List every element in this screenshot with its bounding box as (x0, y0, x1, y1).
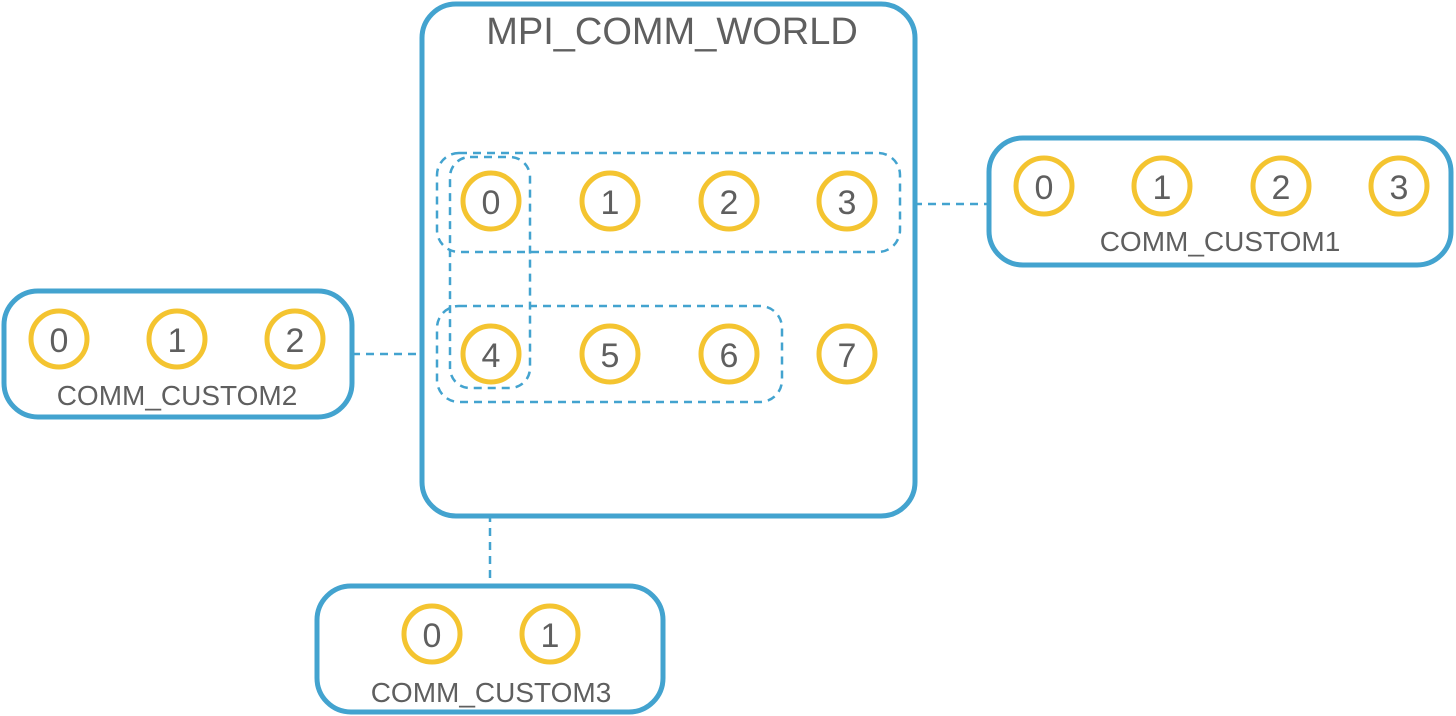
group-custom3 (448, 155, 532, 390)
world-rank[interactable]: 1 (579, 170, 641, 232)
custom2-rank-circle (264, 308, 326, 370)
world-rank-circle (579, 170, 641, 232)
custom1-rank-circle (1250, 155, 1312, 217)
custom1-rank[interactable]: 1 (1131, 155, 1193, 217)
custom2-rank-circle (28, 308, 90, 370)
custom1-rank-label: 3 (1390, 169, 1409, 207)
comm-world-box (419, 1, 918, 519)
world-rank-label: 7 (838, 337, 857, 375)
custom3-rank-label: 0 (423, 617, 442, 655)
custom1-rank[interactable]: 2 (1250, 155, 1312, 217)
world-rank-label: 0 (482, 184, 501, 222)
custom1-rank-circle (1368, 155, 1430, 217)
custom2-rank-label: 0 (50, 322, 69, 360)
custom2-rank-label: 1 (168, 322, 187, 360)
custom2-rank[interactable]: 0 (28, 308, 90, 370)
comm-custom2: 0 1 2 COMM_CUSTOM2 (1, 288, 355, 420)
custom2-rank[interactable]: 2 (264, 308, 326, 370)
world-rank[interactable]: 5 (579, 323, 641, 385)
comm-custom1-box (986, 135, 1454, 268)
custom2-rank-label: 2 (286, 322, 305, 360)
comm-world: MPI_COMM_WORLD 0 1 2 3 4 5 (419, 1, 918, 519)
world-rank[interactable]: 0 (460, 170, 522, 232)
custom3-rank[interactable]: 1 (519, 603, 581, 665)
world-rank[interactable]: 3 (816, 170, 878, 232)
world-rank-circle (579, 323, 641, 385)
comm-custom1-label: COMM_CUSTOM1 (1100, 226, 1341, 257)
custom3-rank-label: 1 (541, 617, 560, 655)
group-custom1 (435, 151, 902, 254)
world-rank[interactable]: 2 (698, 170, 760, 232)
world-rank-circle (698, 323, 760, 385)
custom1-rank-label: 1 (1153, 169, 1172, 207)
custom2-rank[interactable]: 1 (146, 308, 208, 370)
custom1-rank-circle (1131, 155, 1193, 217)
comm-custom3-label: COMM_CUSTOM3 (371, 677, 612, 708)
custom1-rank[interactable]: 0 (1013, 155, 1075, 217)
world-rank-label: 2 (720, 184, 739, 222)
custom2-rank-circle (146, 308, 208, 370)
world-rank-label: 3 (838, 184, 857, 222)
world-rank-circle (460, 170, 522, 232)
comm-custom3-box (314, 583, 666, 715)
world-rank-circle (816, 170, 878, 232)
comm-custom2-label: COMM_CUSTOM2 (57, 380, 298, 411)
custom3-rank[interactable]: 0 (401, 603, 463, 665)
world-rank[interactable]: 6 (698, 323, 760, 385)
custom1-rank-label: 0 (1035, 169, 1054, 207)
world-rank-label: 5 (601, 337, 620, 375)
comm-custom1: 0 1 2 3 COMM_CUSTOM1 (986, 135, 1454, 268)
comm-custom3: 0 1 COMM_CUSTOM3 (314, 583, 666, 715)
world-rank[interactable]: 7 (816, 323, 878, 385)
comm-world-label: MPI_COMM_WORLD (486, 11, 858, 53)
world-rank-label: 6 (720, 337, 739, 375)
world-rank-label: 1 (601, 184, 620, 222)
world-rank-circle (460, 323, 522, 385)
world-rank-label: 4 (482, 337, 501, 375)
world-rank-circle (816, 323, 878, 385)
custom1-rank-circle (1013, 155, 1075, 217)
world-rank[interactable]: 4 (460, 323, 522, 385)
custom3-rank-circle (519, 603, 581, 665)
custom3-rank-circle (401, 603, 463, 665)
custom1-rank-label: 2 (1272, 169, 1291, 207)
world-rank-circle (698, 170, 760, 232)
custom1-rank[interactable]: 3 (1368, 155, 1430, 217)
